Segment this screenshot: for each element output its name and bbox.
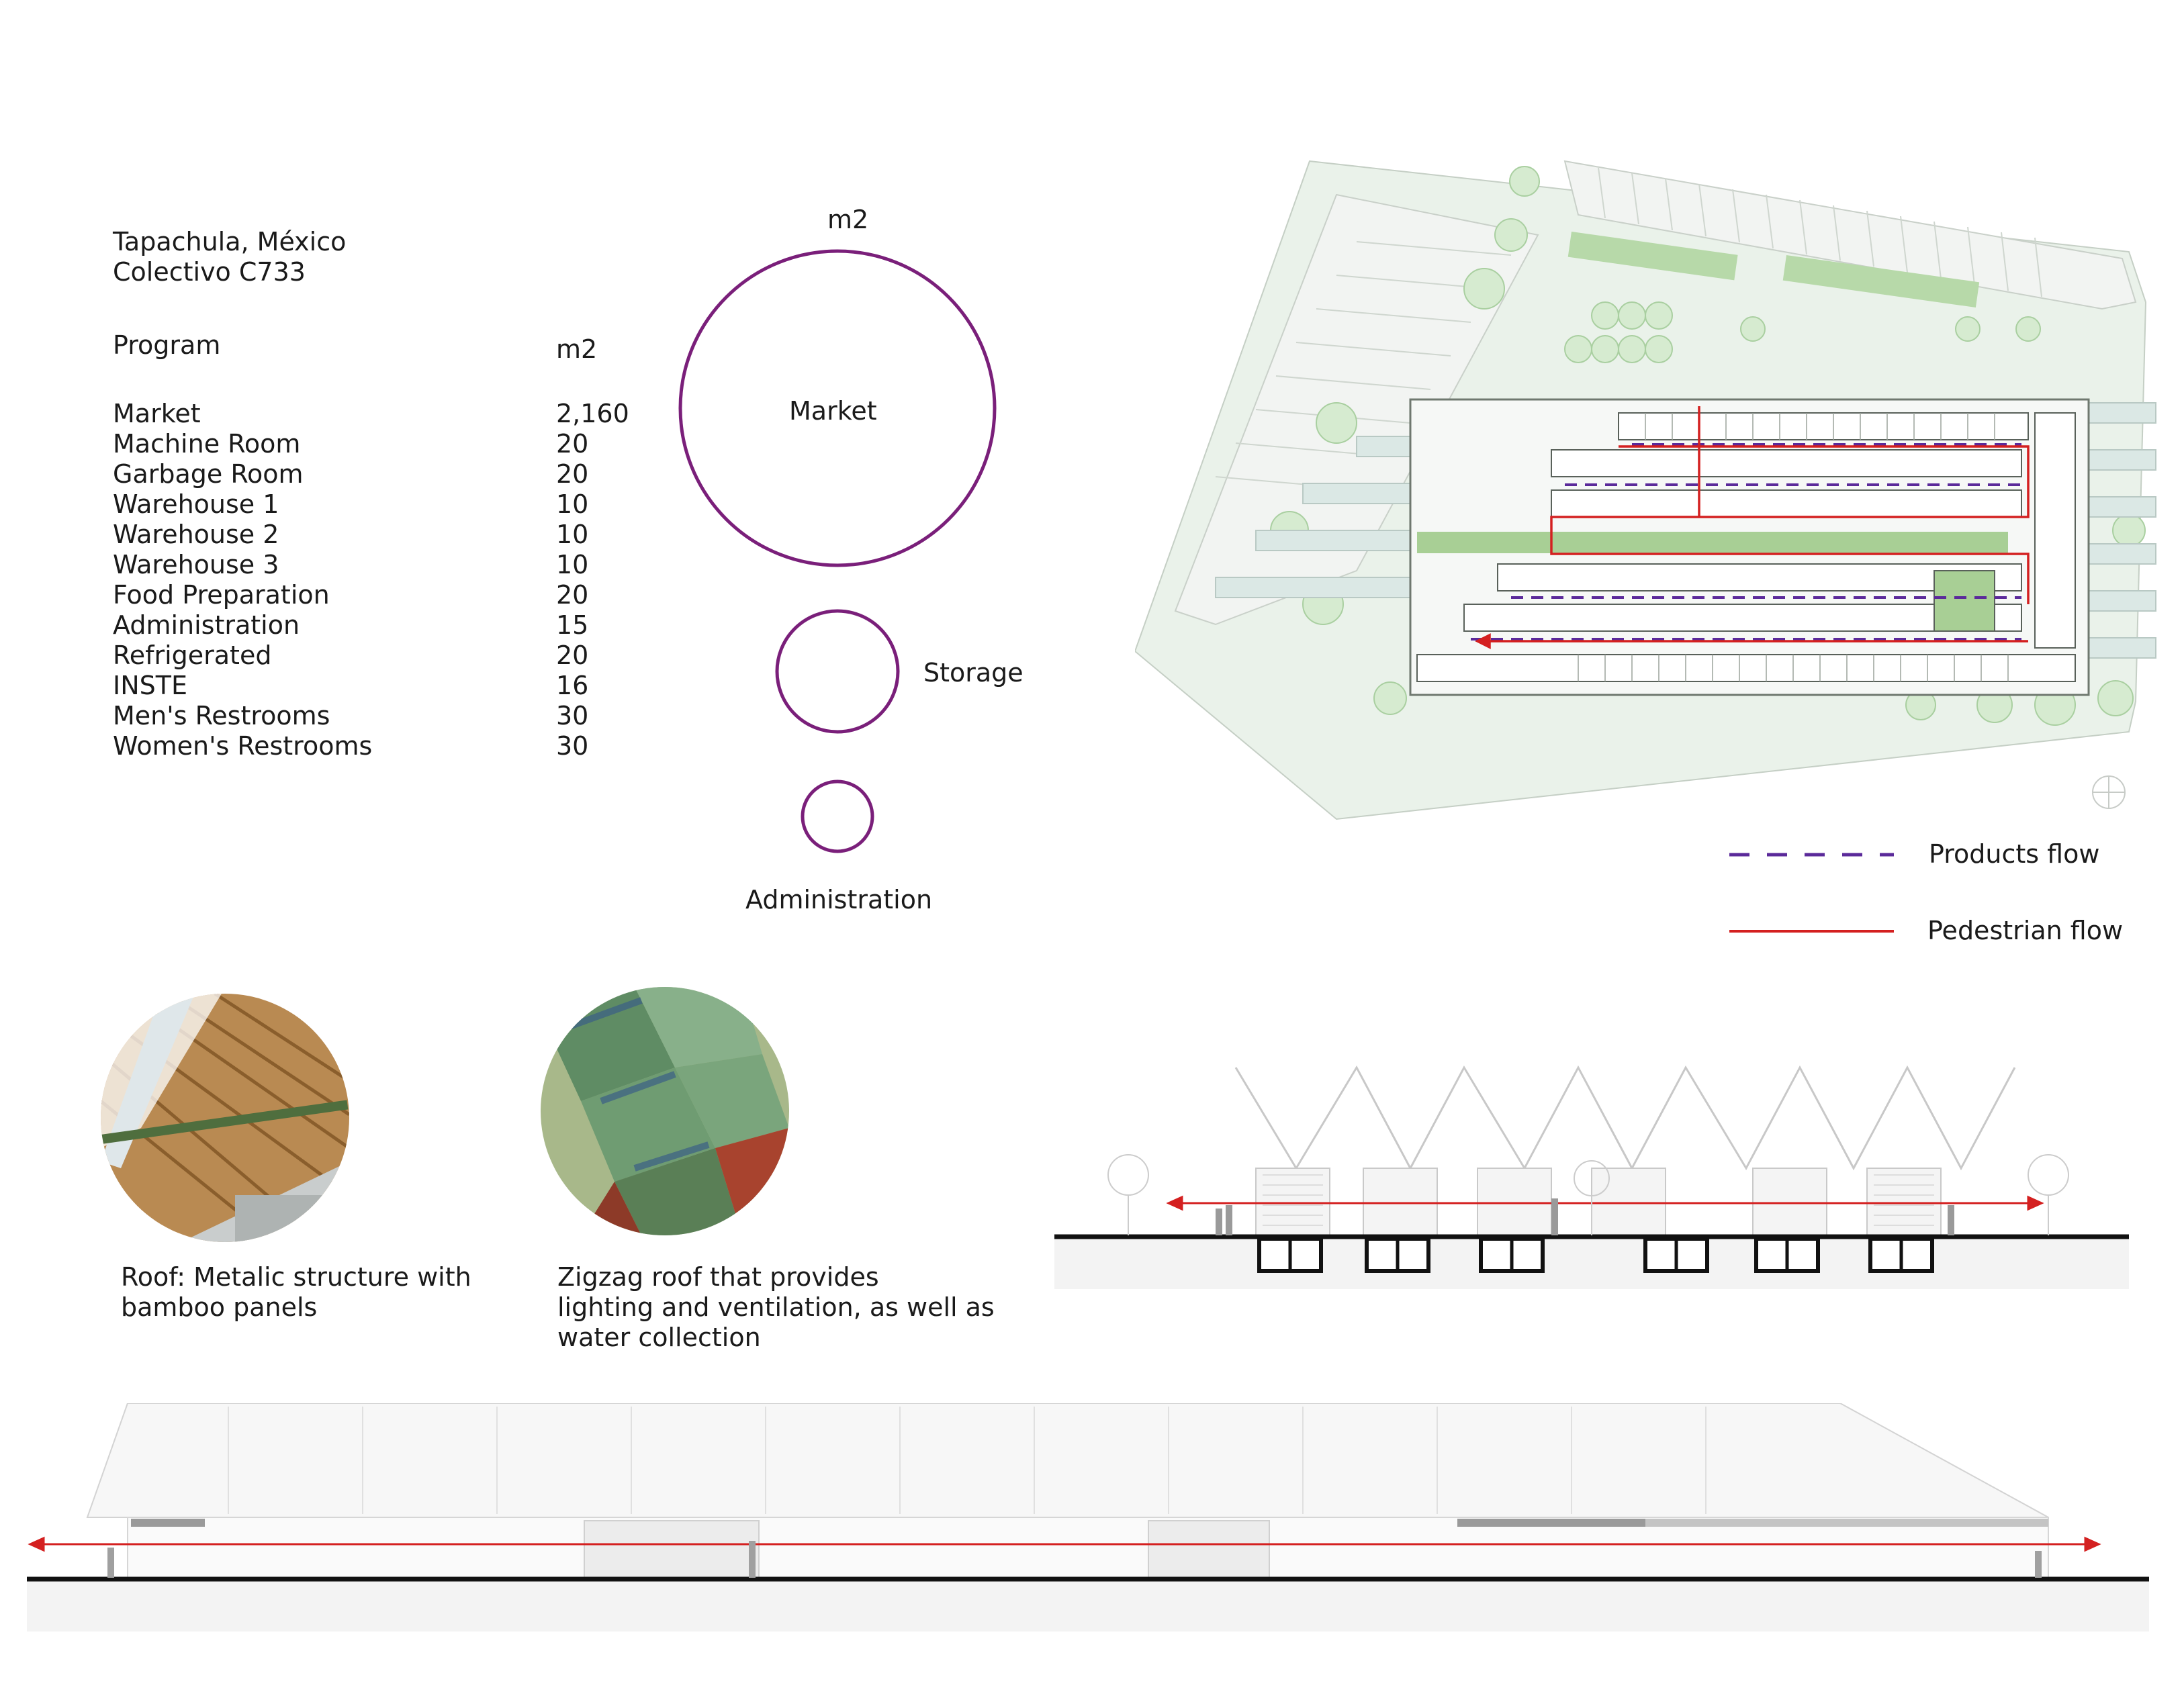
storage-bubble [775, 609, 900, 734]
table-row: Market 2,160 [113, 399, 717, 429]
long-elevation [27, 1403, 2149, 1631]
section-pedestrian-flow [1166, 1195, 2044, 1211]
bubble-label-storage: Storage [923, 658, 1023, 688]
elevation-roof [86, 1403, 2049, 1518]
products-flow-path [1471, 443, 2021, 641]
location-title: Tapachula, México [113, 227, 347, 256]
bamboo-roof-photo [101, 994, 349, 1242]
photo1-caption-line2: bamboo panels [121, 1292, 318, 1322]
program-name: Garbage Room [113, 459, 304, 489]
legend-products-flow: Products flow [1929, 839, 2100, 869]
planting-strip [1567, 231, 1738, 281]
table-row: Warehouse 2 10 [113, 520, 717, 550]
site-plan [1135, 160, 2156, 820]
courtyard [1933, 570, 1995, 632]
stall-rows [1416, 412, 2076, 682]
program-name: Market [113, 399, 201, 428]
program-name: INSTE [113, 671, 187, 700]
program-area: 20 [556, 429, 589, 459]
table-row: Men's Restrooms 30 [113, 701, 717, 731]
table-row: Food Preparation 20 [113, 580, 717, 610]
people-figures [1216, 1198, 1954, 1235]
program-area: 20 [556, 459, 589, 489]
program-table: Market 2,160 Machine Room 20 Garbage Room 2… [113, 399, 717, 775]
table-row: Garbage Room 20 [113, 459, 717, 489]
table-row: Warehouse 1 10 [113, 489, 717, 520]
program-title: Program [113, 330, 221, 360]
parking-area [1563, 160, 2137, 310]
cross-section [1054, 1065, 2129, 1289]
table-row: Machine Room 20 [113, 429, 717, 459]
bubble-label-market: Market [789, 396, 877, 426]
program-area: 20 [556, 641, 589, 670]
photo1-caption-line1: Roof: Metalic structure with [121, 1262, 471, 1292]
program-name: Women's Restrooms [113, 731, 373, 761]
flow-legend-marks [1729, 853, 1894, 933]
program-name: Administration [113, 610, 300, 640]
green-corridor [1417, 532, 2008, 553]
program-area: 20 [556, 580, 589, 610]
table-row: Refrigerated 20 [113, 641, 717, 671]
program-unit: m2 [556, 334, 598, 364]
administration-bubble [801, 779, 874, 853]
photo2-caption-line1: Zigzag roof that provides [557, 1262, 879, 1292]
bubble-unit: m2 [827, 205, 869, 234]
market-bubble [678, 249, 997, 567]
program-area: 2,160 [556, 399, 629, 428]
collective-name: Colectivo C733 [113, 257, 306, 287]
program-area: 30 [556, 701, 589, 730]
table-row: INSTE 16 [113, 671, 717, 701]
bubble-label-administration: Administration [745, 885, 933, 914]
program-area: 16 [556, 671, 589, 700]
legend-pedestrian-flow: Pedestrian flow [1927, 916, 2124, 945]
elevation-pedestrian-flow [28, 1536, 2101, 1552]
program-name: Food Preparation [113, 580, 330, 610]
program-area: 10 [556, 550, 589, 579]
program-name: Warehouse 3 [113, 550, 279, 579]
program-name: Warehouse 1 [113, 489, 279, 519]
bubble-diagram [678, 249, 997, 853]
section-trees [1107, 1154, 2069, 1235]
pedestrian-flow-path [1475, 406, 2030, 649]
planting-strip [1782, 255, 1980, 307]
program-area: 15 [556, 610, 589, 640]
table-row: Warehouse 3 10 [113, 550, 717, 580]
program-area: 30 [556, 731, 589, 761]
program-area: 10 [556, 520, 589, 549]
table-row: Women's Restrooms 30 [113, 731, 717, 761]
zigzag-roof-photo [541, 987, 789, 1235]
table-row: Administration 15 [113, 610, 717, 641]
program-area: 10 [556, 489, 589, 519]
photo2-caption-line3: water collection [557, 1323, 761, 1352]
program-name: Machine Room [113, 429, 301, 459]
photo2-caption-line2: lighting and ventilation, as well as [557, 1292, 995, 1322]
elevation-people [107, 1541, 2042, 1578]
zigzag-roof [1234, 1065, 2016, 1171]
program-name: Men's Restrooms [113, 701, 330, 730]
program-name: Warehouse 2 [113, 520, 279, 549]
program-name: Refrigerated [113, 641, 272, 670]
